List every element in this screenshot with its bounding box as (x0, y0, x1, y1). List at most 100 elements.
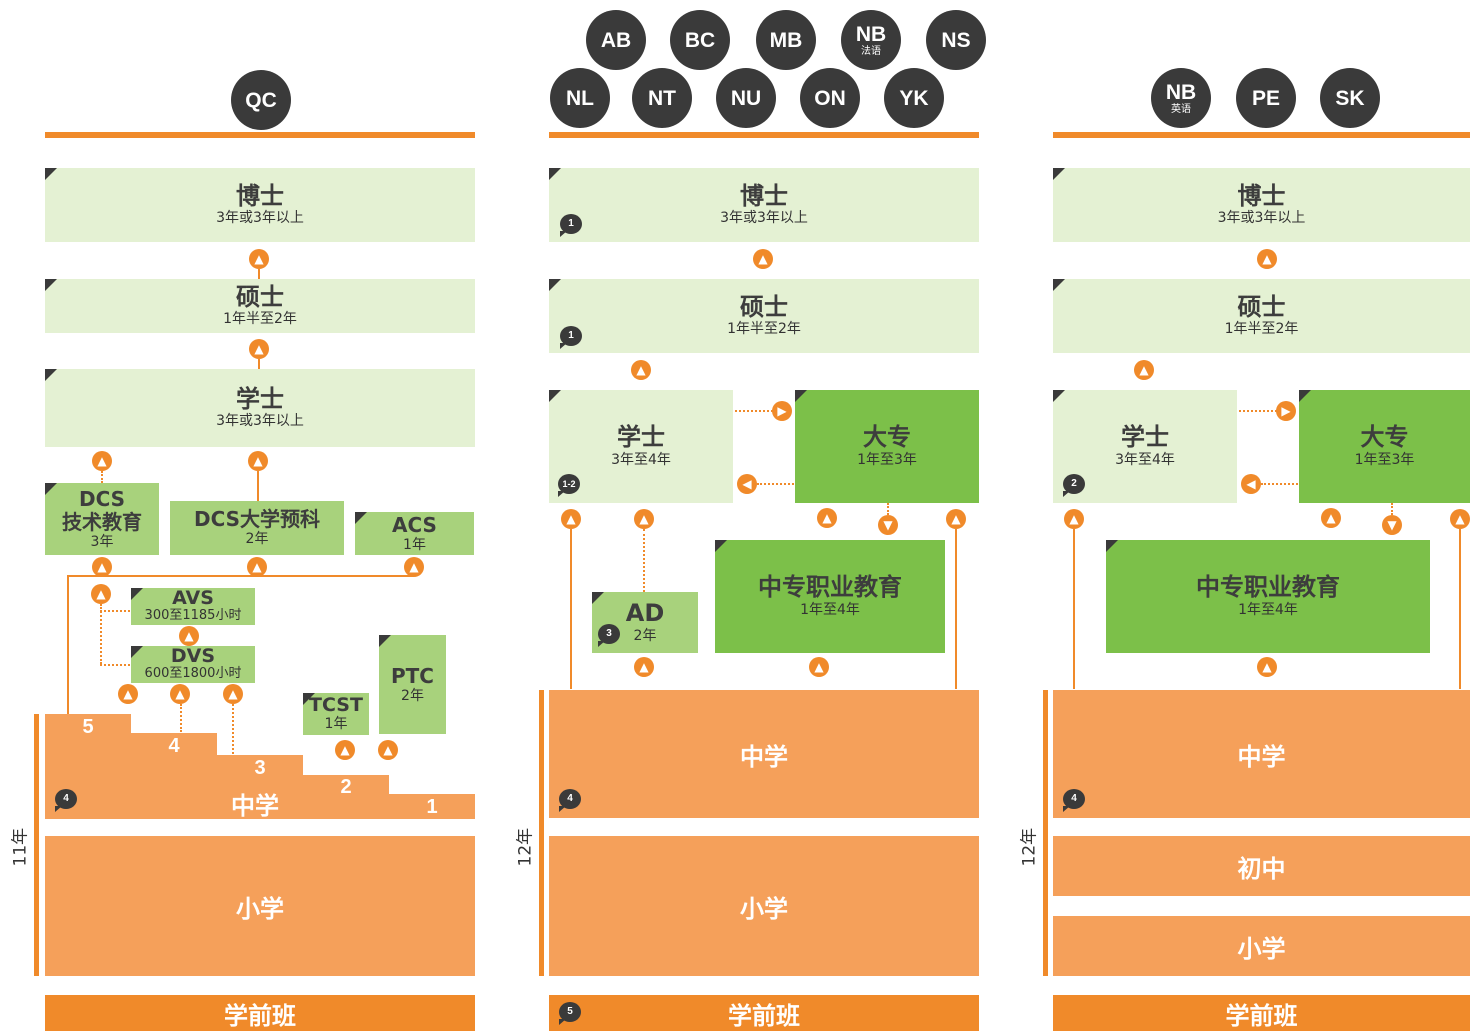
province-badge-qc[interactable]: QC (231, 70, 291, 130)
province-badge-yk[interactable]: YK (884, 68, 944, 128)
ptc-duration: 2年 (401, 687, 424, 704)
ad-title: AD (625, 599, 665, 628)
bachelor-duration: 3年至4年 (611, 451, 671, 468)
connector (570, 529, 572, 689)
province-badge-on[interactable]: ON (800, 68, 860, 128)
province-badge-pe[interactable]: PE (1236, 68, 1296, 128)
avs-box: AVS 300至1185小时 (131, 588, 255, 625)
master-title: 硕士 (740, 292, 788, 321)
years-label: 11年 (10, 827, 31, 867)
dotted-connector (1261, 483, 1298, 485)
corner-marker (592, 592, 604, 604)
corner-marker (715, 540, 727, 552)
junior-label: 初中 (1237, 854, 1286, 883)
dotted-connector (1391, 503, 1393, 515)
vocational-title: 中专职业教育 (758, 573, 902, 602)
speech-bubble-icon[interactable]: 1 (560, 214, 582, 237)
province-badge-ns[interactable]: NS (926, 10, 986, 70)
acs-title: ACS (392, 512, 437, 537)
arrow-up-icon: ▲ (223, 684, 243, 704)
speech-bubble-icon[interactable]: 1-2 (558, 474, 580, 497)
header-rule (1053, 132, 1470, 138)
badge-code: NB (1165, 80, 1197, 104)
connector (67, 575, 69, 714)
phd-duration: 3年或3年以上 (1217, 210, 1306, 227)
province-badge-nl[interactable]: NL (550, 68, 610, 128)
arrow-up-icon: ▲ (170, 684, 190, 704)
bachelor-box: 学士 3年或3年以上 (45, 369, 475, 447)
badge-code: ON (814, 86, 846, 110)
dcs-box: DCS 技术教育 3年 (45, 483, 159, 555)
dcs-title: DCS (78, 486, 126, 511)
arrow-up-icon: ▲ (1257, 249, 1277, 269)
badge-code: YK (899, 86, 929, 110)
arrow-up-icon: ▲ (1064, 509, 1084, 529)
arrow-down-icon: ▼ (1382, 515, 1402, 535)
bachelor-title: 学士 (236, 384, 284, 413)
dotted-connector (643, 529, 645, 592)
province-badge-ab[interactable]: AB (586, 10, 646, 70)
secondary-box: 中学 (549, 690, 979, 818)
connector (258, 359, 260, 369)
college-title: 大专 (1360, 423, 1409, 452)
preschool-label: 学前班 (224, 1001, 296, 1030)
arrow-up-icon: ▲ (753, 249, 773, 269)
province-badge-bc[interactable]: BC (670, 10, 730, 70)
vocational-title: 中专职业教育 (1196, 573, 1340, 602)
corner-marker (1106, 540, 1118, 552)
college-duration: 1年至3年 (1354, 451, 1415, 468)
speech-bubble-icon[interactable]: 1 (560, 326, 582, 349)
speech-bubble-icon[interactable]: 4 (1063, 789, 1085, 812)
phd-box: 博士 3年或3年以上 (1053, 168, 1470, 242)
secondary-box: 中学 (1053, 690, 1470, 818)
speech-bubble-icon[interactable]: 5 (559, 1002, 581, 1025)
speech-bubble-icon[interactable]: 4 (559, 789, 581, 812)
ptc-box: PTC 2年 (379, 635, 446, 734)
speech-bubble-icon[interactable]: 4 (55, 789, 77, 812)
connector (1459, 529, 1461, 689)
arrow-up-icon: ▲ (91, 584, 111, 604)
corner-marker (1299, 390, 1311, 402)
arrow-up-icon: ▲ (335, 740, 355, 760)
corner-marker (131, 588, 143, 600)
dotted-connector (100, 664, 130, 666)
college-title: 大专 (863, 423, 911, 452)
junior-box: 初中 (1053, 836, 1470, 896)
arrow-up-icon: ▲ (1257, 657, 1277, 677)
badge-code: AB (600, 28, 632, 52)
badge-code: SK (1335, 86, 1365, 110)
phd-duration: 3年或3年以上 (720, 210, 808, 227)
bachelor-title: 学士 (1121, 423, 1169, 452)
bachelor-duration: 3年至4年 (1115, 451, 1175, 468)
badge-code: NT (648, 86, 676, 110)
phd-title: 博士 (236, 181, 284, 210)
speech-bubble-icon[interactable]: 2 (1063, 474, 1085, 497)
speech-bubble-icon[interactable]: 3 (598, 624, 620, 647)
avs-duration: 300至1185小时 (144, 608, 242, 624)
corner-marker (45, 483, 57, 495)
dvs-box: DVS 600至1800小时 (131, 646, 255, 683)
phd-box: 博士 3年或3年以上 (549, 168, 979, 242)
province-badge-sk[interactable]: SK (1320, 68, 1380, 128)
dcs-subtitle: 技术教育 (62, 509, 142, 534)
corner-marker (45, 279, 57, 291)
dotted-connector (180, 704, 182, 732)
tcst-duration: 1年 (324, 715, 348, 732)
secondary-label: 中学 (231, 792, 279, 820)
dcs-duration: 3年 (90, 533, 114, 550)
connector (257, 471, 259, 501)
badge-code: BC (684, 28, 716, 52)
province-badge-mb[interactable]: MB (756, 10, 816, 70)
province-badge-nu[interactable]: NU (716, 68, 776, 128)
corner-marker (45, 369, 57, 381)
corner-marker (795, 390, 807, 402)
province-badge-nt[interactable]: NT (632, 68, 692, 128)
arrow-up-icon: ▲ (1450, 509, 1470, 529)
primary-box: 小学 (45, 836, 475, 976)
arrow-up-icon: ▲ (817, 508, 837, 528)
master-box: 硕士 1年半至2年 (549, 279, 979, 353)
phd-title: 博士 (740, 181, 788, 210)
corner-marker (549, 279, 561, 291)
